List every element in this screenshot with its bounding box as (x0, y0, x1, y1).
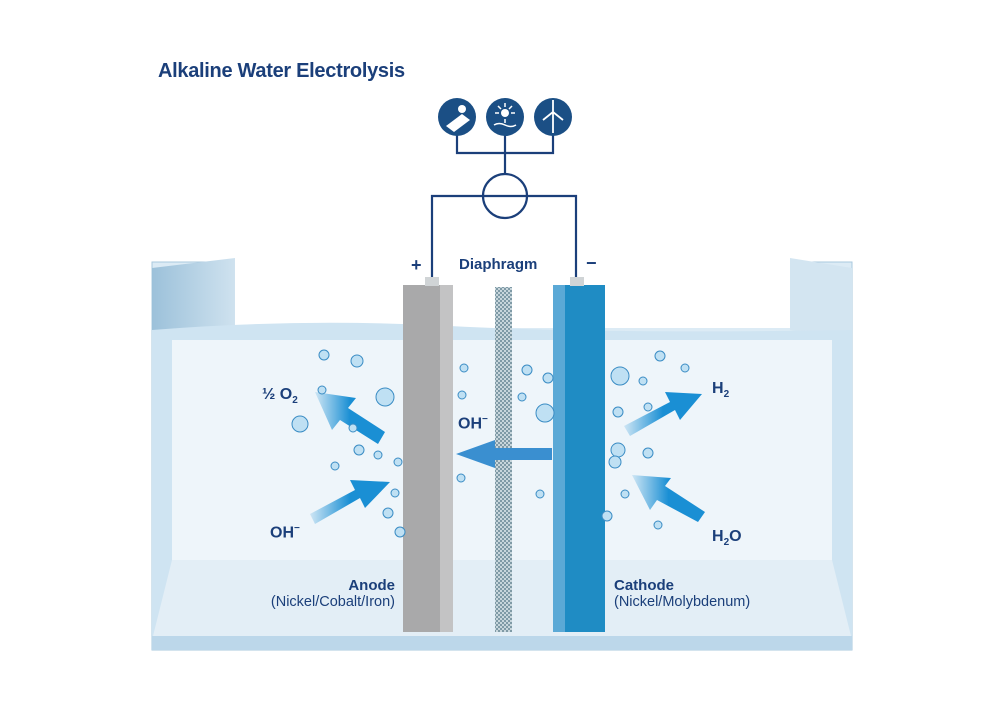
flow-arrows (310, 392, 705, 524)
bubble (608, 455, 622, 469)
bubble (291, 415, 309, 433)
bubble (535, 403, 555, 423)
membrane-hydroxide-label: OH− (458, 414, 488, 433)
bubble (642, 447, 654, 459)
solar-panel-icon (438, 98, 476, 136)
positive-terminal-label: + (411, 255, 422, 275)
bubble (375, 387, 395, 407)
hydrogen-product-label: H2 (712, 380, 730, 401)
bubble (654, 350, 666, 362)
bubble (542, 372, 554, 384)
oxygen-product-label: ½ O2 (262, 386, 298, 407)
anode-name: Anode (348, 577, 395, 594)
anode-material: (Nickel/Cobalt/Iron) (270, 594, 395, 610)
bubble (653, 520, 663, 530)
bubble (382, 507, 394, 519)
page-title: Alkaline Water Electrolysis (158, 60, 405, 82)
bubble (521, 364, 533, 376)
bubble (517, 392, 527, 402)
water-reactant-label: H2O (712, 528, 742, 549)
cathode-material: (Nickel/Molybdenum) (614, 594, 751, 610)
bubble (680, 363, 690, 373)
bubble (535, 489, 545, 499)
bubble (457, 390, 467, 400)
bubble (393, 457, 403, 467)
bubble (350, 354, 364, 368)
bubble (610, 442, 626, 458)
bubble (373, 450, 383, 460)
bubble (612, 406, 624, 418)
h2-out-arrow (624, 392, 702, 436)
anode-terminal (425, 277, 439, 286)
cathode-label: Cathode (Nickel/Molybdenum) (614, 577, 750, 610)
cathode-terminal (570, 277, 584, 286)
bubble (318, 349, 330, 361)
oh-in-arrow (310, 480, 390, 524)
bubble (390, 488, 400, 498)
bubble (394, 526, 406, 538)
bubble (456, 473, 466, 483)
bubble (620, 489, 630, 499)
negative-terminal-label: − (586, 253, 597, 273)
bubble (353, 444, 365, 456)
anode-label: Anode (Nickel/Cobalt/Iron) (240, 577, 395, 610)
o2-out-arrow (315, 392, 385, 444)
bubble (638, 376, 648, 386)
oh-cross-arrow (456, 440, 552, 468)
bubble (348, 423, 358, 433)
bubble (601, 510, 613, 522)
bubble (459, 363, 469, 373)
diaphragm-label: Diaphragm (459, 256, 538, 273)
bubble (610, 366, 630, 386)
bubble (330, 461, 340, 471)
anode-hydroxide-label: OH− (270, 523, 300, 542)
bubble (643, 402, 653, 412)
gas-bubbles (291, 349, 690, 538)
bubble (317, 385, 327, 395)
circuit-wires (430, 135, 578, 278)
cathode-name: Cathode (614, 577, 674, 594)
h2o-in-arrow (632, 475, 705, 522)
power-source-icons (438, 98, 572, 136)
